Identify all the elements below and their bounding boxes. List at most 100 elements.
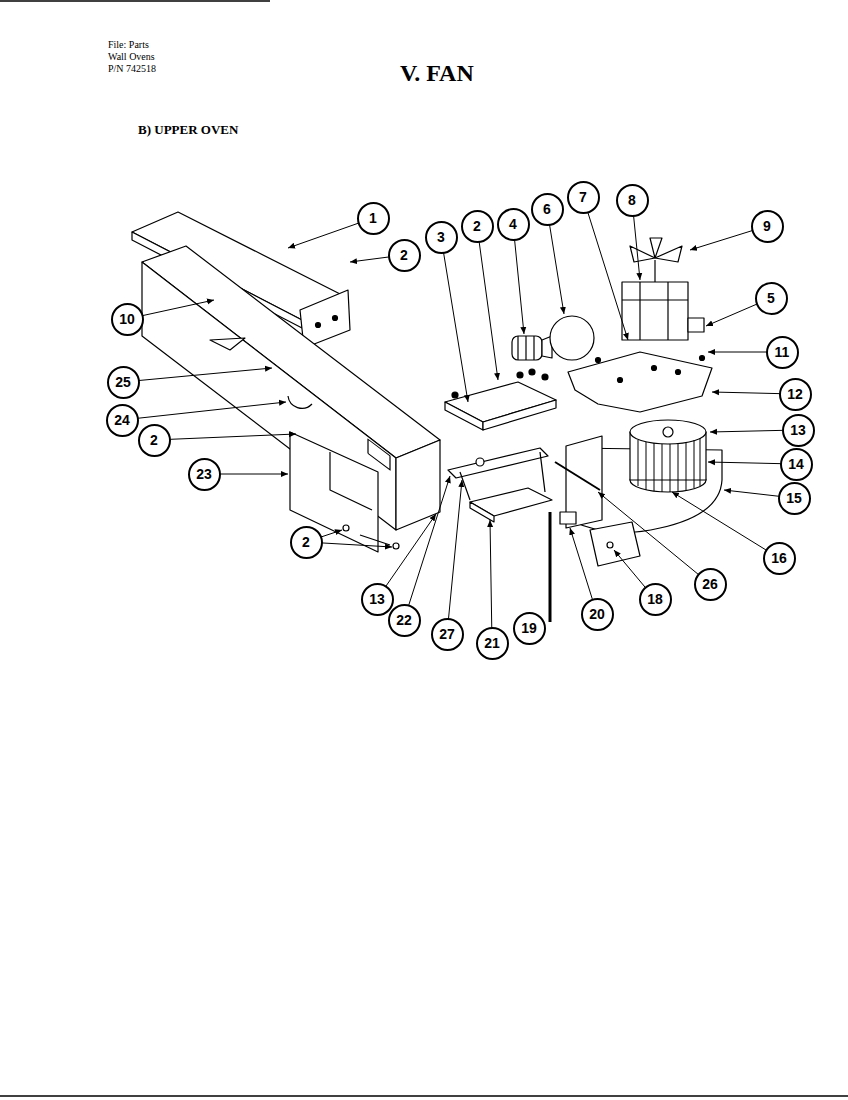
callout-circle: 10 bbox=[111, 303, 144, 336]
callout-circle: 6 bbox=[531, 193, 564, 226]
callout-number: 8 bbox=[628, 193, 636, 207]
callout-circle: 18 bbox=[639, 583, 672, 616]
callout-circle: 22 bbox=[388, 604, 421, 637]
callout-number: 10 bbox=[119, 312, 135, 326]
leader-line bbox=[583, 197, 628, 340]
callout-circle: 14 bbox=[780, 448, 813, 481]
socket-ridge bbox=[533, 336, 534, 360]
duct-end bbox=[396, 440, 440, 530]
screw bbox=[700, 356, 705, 361]
callout-number: 24 bbox=[114, 413, 130, 427]
fan-motor bbox=[622, 282, 688, 340]
duct-tab bbox=[210, 338, 245, 350]
blower-wheel-top bbox=[630, 420, 706, 444]
screw bbox=[542, 374, 548, 380]
callout-number: 3 bbox=[437, 230, 445, 244]
leader-line bbox=[447, 480, 462, 634]
support-bar bbox=[448, 448, 548, 478]
file-note: File: Parts bbox=[108, 39, 149, 50]
rod bbox=[549, 512, 552, 622]
callout-number: 6 bbox=[543, 202, 551, 216]
socket-ridge bbox=[517, 336, 518, 360]
callout-circle: 2 bbox=[388, 239, 421, 272]
screw bbox=[333, 316, 338, 321]
callout-circle: 4 bbox=[497, 208, 530, 241]
wheel-blades bbox=[638, 438, 700, 492]
callout-circle: 1 bbox=[357, 202, 390, 235]
socket-ridge bbox=[525, 336, 526, 360]
screw bbox=[652, 366, 657, 371]
lower-box-side bbox=[470, 502, 494, 522]
callout-number: 4 bbox=[509, 217, 517, 231]
callout-number: 21 bbox=[484, 636, 500, 650]
leader-line bbox=[490, 520, 492, 643]
callout-circle: 16 bbox=[763, 542, 796, 575]
callout-circle: 3 bbox=[425, 221, 458, 254]
gasket-strip bbox=[555, 462, 600, 490]
callout-number: 2 bbox=[400, 248, 408, 262]
panel-foot bbox=[360, 535, 390, 545]
callout-circle: 2 bbox=[461, 210, 494, 243]
callout-number: 26 bbox=[702, 577, 718, 591]
leader-line bbox=[154, 434, 296, 440]
motor-band bbox=[667, 282, 668, 340]
callout-number: 22 bbox=[396, 613, 412, 627]
bracket-side bbox=[445, 402, 483, 430]
callout-number: 9 bbox=[763, 219, 771, 233]
callout-circle: 5 bbox=[755, 282, 788, 315]
screw bbox=[517, 372, 523, 378]
leader-line bbox=[404, 476, 450, 620]
callout-circle: 27 bbox=[431, 618, 464, 651]
screw bbox=[316, 323, 321, 328]
callout-number: 23 bbox=[196, 467, 212, 481]
parts bbox=[132, 212, 722, 622]
callout-number: 20 bbox=[589, 607, 605, 621]
callout-number: 18 bbox=[647, 592, 663, 606]
callout-circle: 15 bbox=[778, 482, 811, 515]
panel-fold bbox=[330, 452, 372, 510]
callout-number: 27 bbox=[439, 627, 455, 641]
callout-circle: 26 bbox=[694, 568, 727, 601]
element-plate bbox=[590, 522, 640, 566]
bottom-rule bbox=[0, 1095, 848, 1097]
callout-circle: 8 bbox=[616, 184, 649, 217]
callout-number: 13 bbox=[790, 423, 806, 437]
screw bbox=[596, 358, 601, 363]
leader-line bbox=[672, 492, 779, 558]
callout-circle: 11 bbox=[766, 336, 799, 369]
callout-number: 1 bbox=[369, 211, 377, 225]
support-leg bbox=[540, 452, 545, 492]
callout-circle: 9 bbox=[751, 210, 784, 243]
leader-lines bbox=[122, 197, 798, 643]
duct-opening bbox=[368, 439, 390, 470]
wire-clip bbox=[288, 396, 312, 408]
lamp-socket bbox=[512, 336, 542, 360]
motor-band bbox=[639, 282, 640, 340]
leader-line bbox=[441, 237, 468, 402]
callout-circle: 13 bbox=[782, 414, 815, 447]
screw bbox=[529, 369, 535, 375]
screw bbox=[676, 370, 681, 375]
callout-number: 2 bbox=[150, 433, 158, 447]
callout-number: 2 bbox=[302, 535, 310, 549]
callout-circle: 25 bbox=[107, 366, 140, 399]
screw bbox=[452, 392, 458, 398]
screw bbox=[607, 542, 613, 548]
page-title: V. FAN bbox=[400, 60, 474, 87]
leader-line bbox=[598, 492, 710, 584]
section-heading: B) UPPER OVEN bbox=[138, 122, 238, 138]
bracket-side bbox=[483, 400, 556, 430]
callout-number: 2 bbox=[473, 219, 481, 233]
callout-circle: 2 bbox=[138, 424, 171, 457]
callout-circle: 13 bbox=[361, 583, 394, 616]
file-note: Wall Ovens bbox=[108, 51, 155, 62]
part-number: P/N 742518 bbox=[108, 63, 156, 74]
screw bbox=[343, 525, 349, 531]
mounting-plate bbox=[568, 352, 712, 412]
callout-circle: 2 bbox=[290, 526, 323, 559]
leader-line bbox=[122, 402, 286, 420]
motor-terminal bbox=[688, 318, 704, 332]
